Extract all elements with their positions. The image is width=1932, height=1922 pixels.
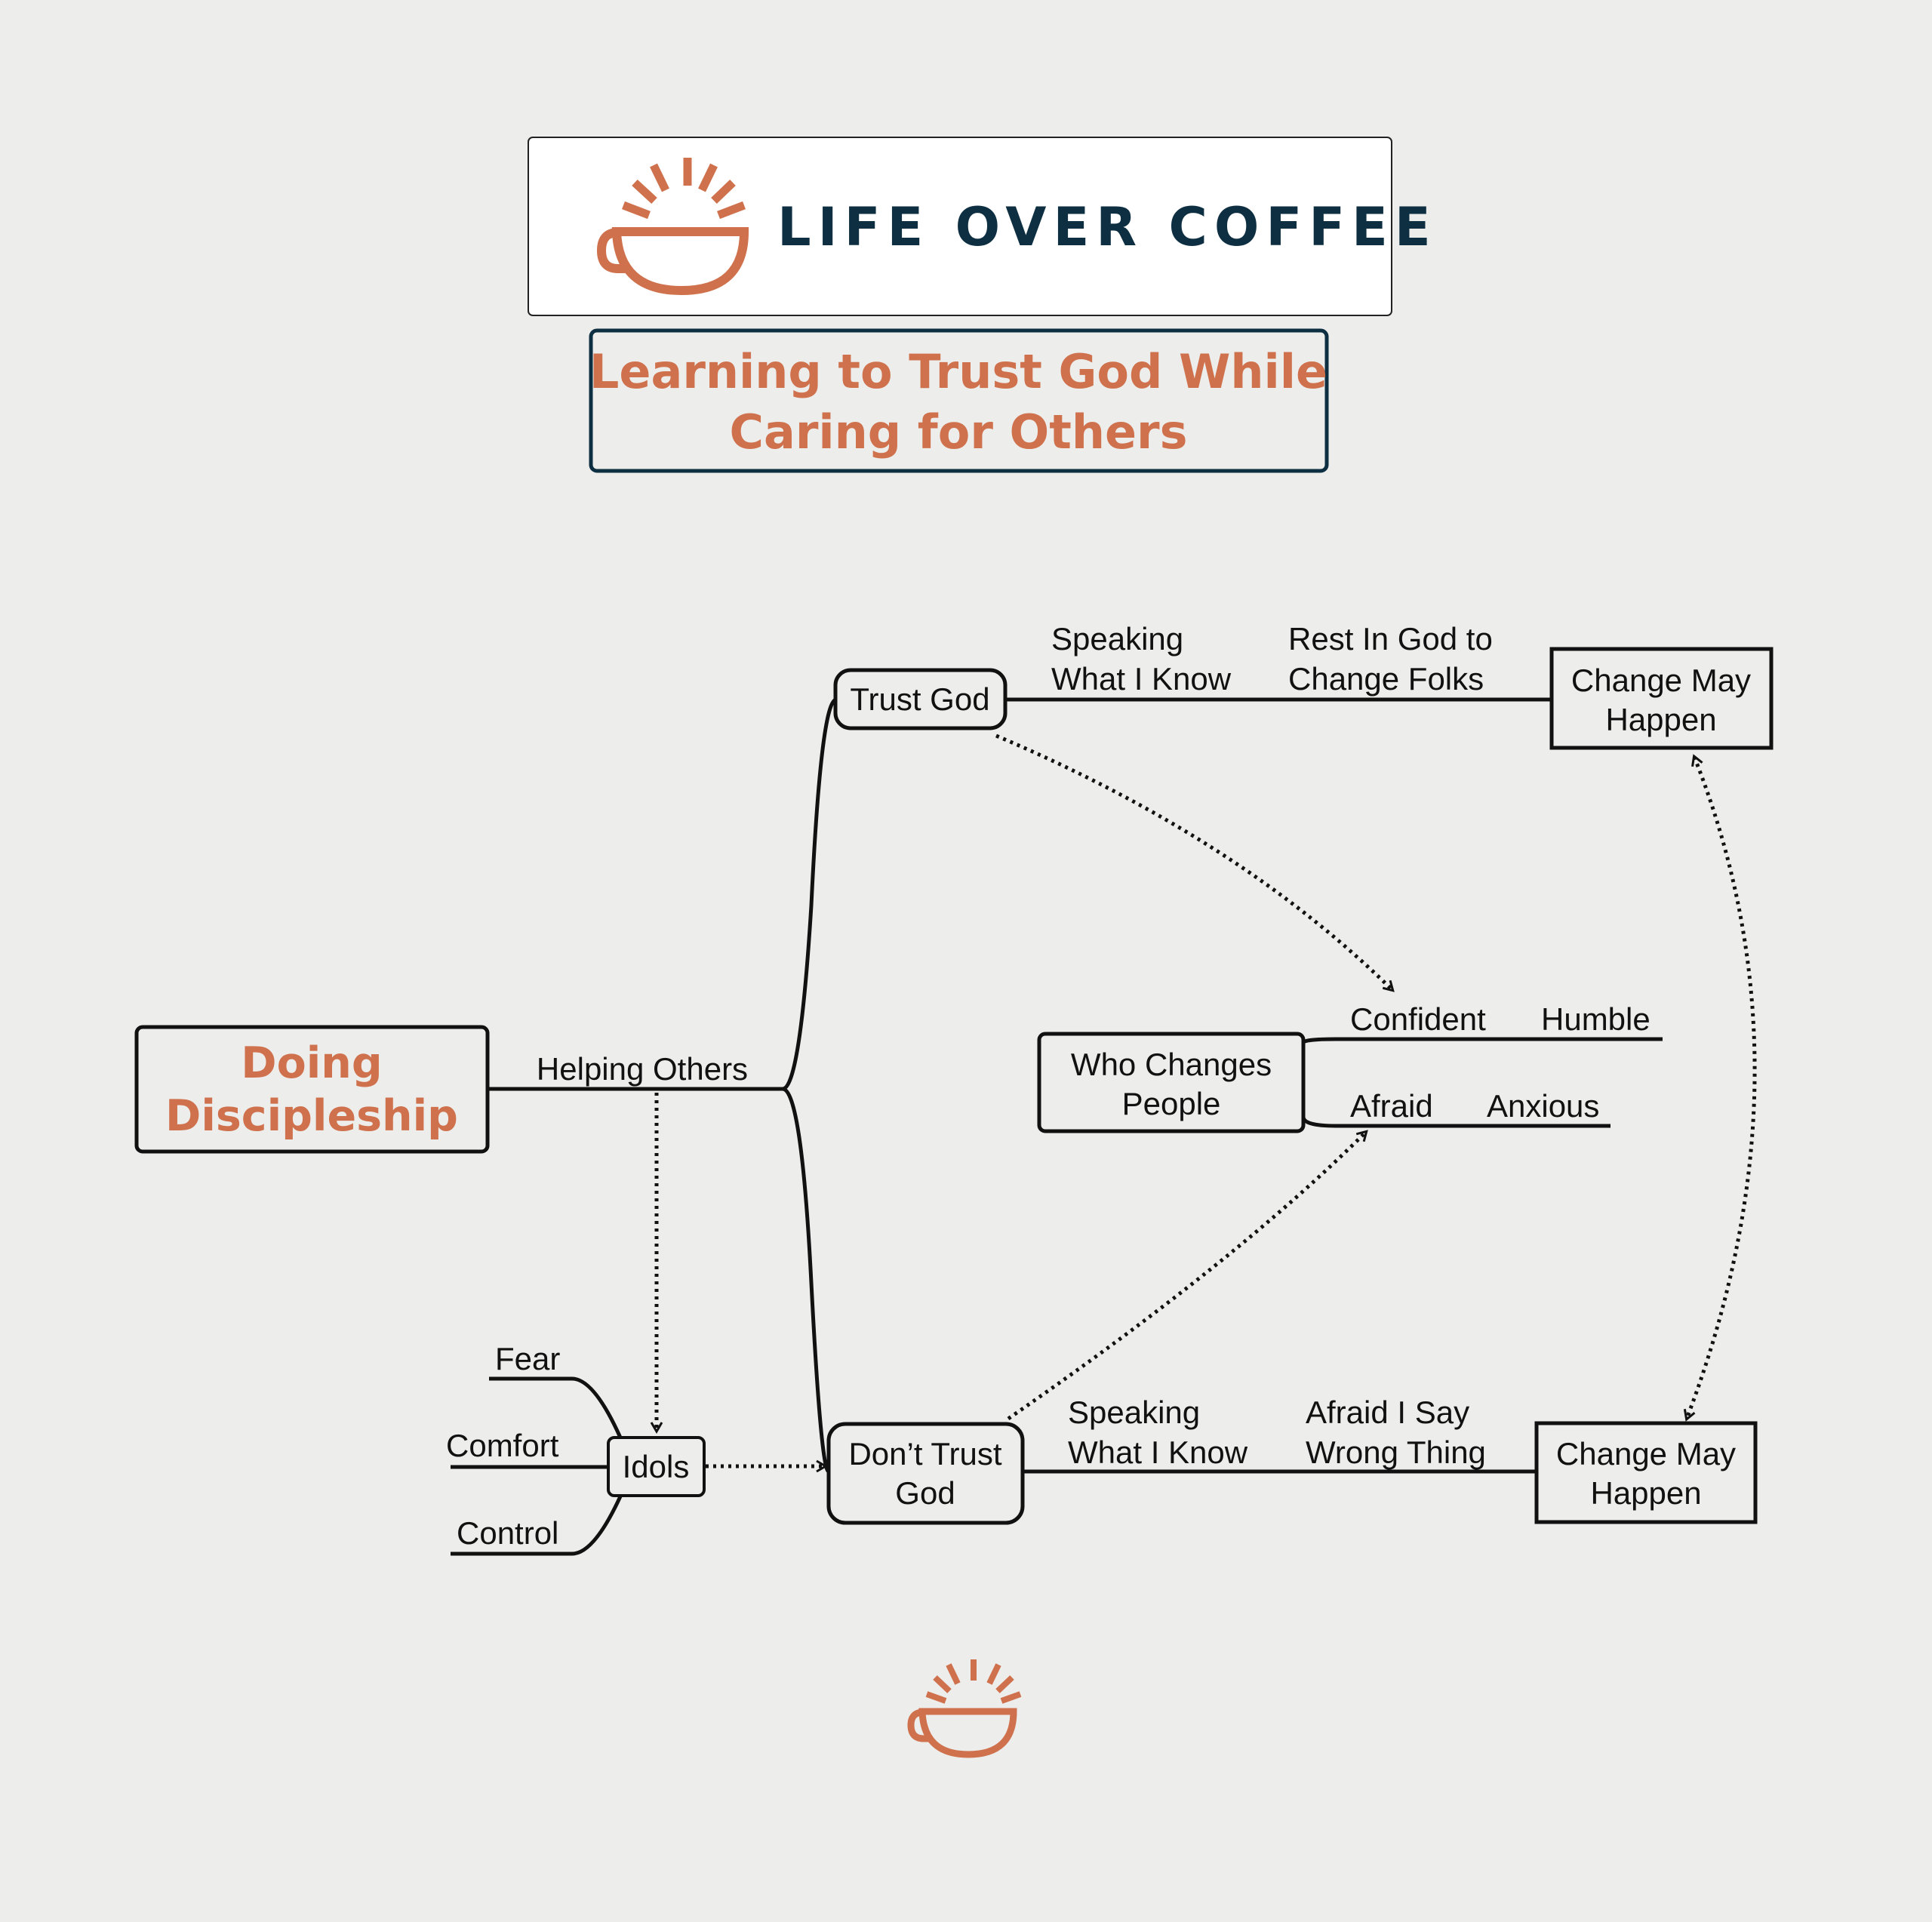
dont-branch2-line1: Afraid I Say	[1306, 1395, 1469, 1430]
idol-fear-label: Fear	[495, 1341, 560, 1376]
trust-outcome-node: Change May Happen	[1549, 647, 1774, 750]
arrow-between-outcomes	[1683, 754, 1757, 1422]
trust-outcome-line2: Happen	[1605, 702, 1716, 737]
who-changes-line1: Who Changes	[1071, 1047, 1272, 1082]
trust-god-node: Trust God	[833, 668, 1008, 730]
confident-humble-line	[1301, 1037, 1663, 1044]
trust-branch1-line2: What I Know	[1051, 661, 1232, 697]
dont-trust-god-node: Don’t Trust God	[826, 1422, 1025, 1525]
connectors	[451, 697, 1663, 1556]
footer-coffee-cup-icon	[907, 1659, 1022, 1758]
anxious-label: Anxious	[1487, 1088, 1599, 1124]
idol-comfort-label: Comfort	[446, 1428, 559, 1463]
dont-branch1-line1: Speaking	[1068, 1395, 1200, 1430]
arrow-dont-trust-to-afraid	[1007, 1130, 1368, 1421]
root-node-doing-discipleship: Doing Discipleship	[134, 1025, 490, 1154]
dont-trust-god-line2: God	[895, 1475, 955, 1511]
fear-line	[489, 1376, 623, 1439]
dont-outcome-line2: Happen	[1590, 1475, 1701, 1511]
idols-label: Idols	[623, 1449, 690, 1484]
trust-branch2-line1: Rest In God to	[1288, 621, 1493, 657]
brand-name: LIFE OVER COFFEE	[777, 196, 1438, 258]
idol-control-label: Control	[457, 1515, 558, 1551]
title-line-1: Learning to Trust God While	[589, 344, 1327, 399]
root-branch-label: Helping Others	[537, 1051, 748, 1087]
arrow-trust-to-confident	[995, 733, 1395, 992]
dont-outcome-node: Change May Happen	[1534, 1421, 1758, 1524]
branch-to-dont-trust-god	[782, 1087, 830, 1474]
trust-god-label: Trust God	[850, 681, 989, 717]
who-changes-node: Who Changes People	[1037, 1032, 1306, 1133]
trust-branch2-line2: Change Folks	[1288, 661, 1484, 697]
dont-branch1-line2: What I Know	[1068, 1435, 1248, 1470]
afraid-label: Afraid	[1350, 1088, 1433, 1124]
humble-label: Humble	[1541, 1001, 1651, 1037]
branch-to-trust-god	[782, 697, 837, 1091]
brand-header: LIFE OVER COFFEE	[528, 137, 1438, 316]
control-line	[451, 1495, 623, 1556]
root-node-line-2: Discipleship	[165, 1091, 458, 1141]
dotted-arrows	[650, 733, 1757, 1473]
idols-node: Idols	[607, 1436, 706, 1497]
trust-outcome-line1: Change May	[1571, 663, 1751, 698]
trust-branch1-line1: Speaking	[1051, 621, 1183, 657]
coffee-cup-sunrise-icon	[596, 158, 749, 296]
who-changes-line2: People	[1122, 1086, 1221, 1121]
confident-label: Confident	[1350, 1001, 1486, 1037]
title-box: Learning to Trust God While Caring for O…	[589, 328, 1329, 473]
dont-trust-god-line1: Don’t Trust	[848, 1436, 1001, 1471]
root-node-line-1: Doing	[241, 1038, 382, 1088]
dont-outcome-line1: Change May	[1556, 1436, 1736, 1471]
dont-branch2-line2: Wrong Thing	[1306, 1435, 1486, 1470]
title-line-2: Caring for Others	[729, 404, 1187, 460]
